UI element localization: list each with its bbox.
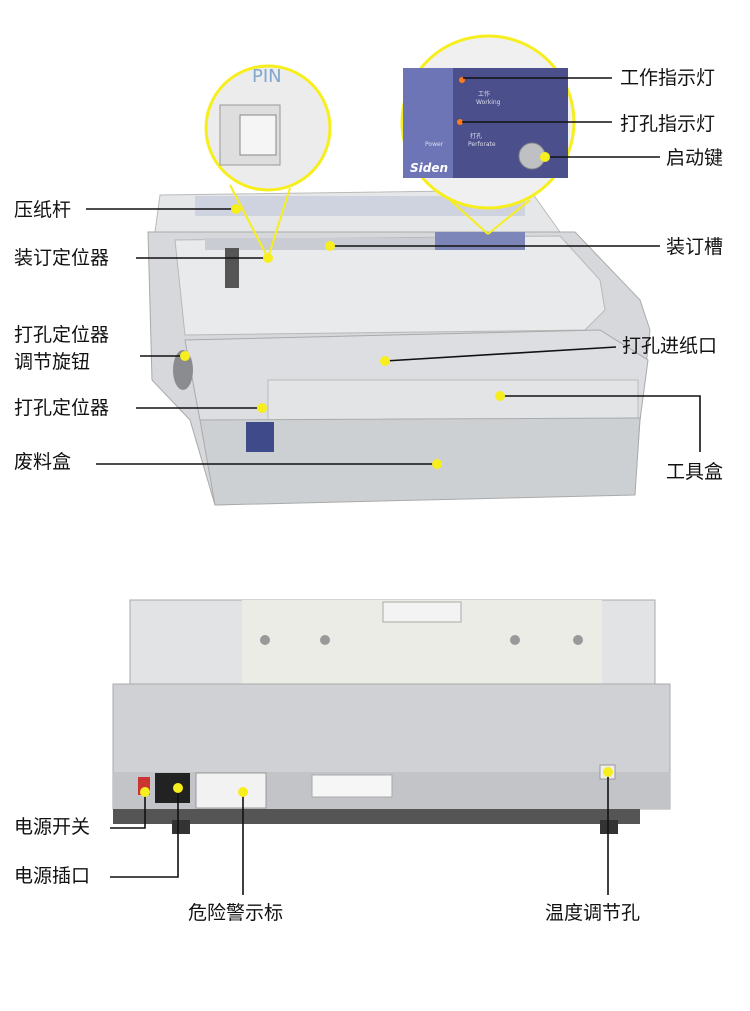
panel-text: Perforate <box>468 141 496 148</box>
label-punch-indicator: 打孔指示灯 <box>620 113 716 135</box>
control-panel <box>435 232 525 250</box>
top-cover <box>174 235 606 336</box>
back-machine <box>112 599 671 834</box>
label-power-switch: 电源开关 <box>14 816 91 838</box>
label-punch-positioner: 打孔定位器 <box>14 397 110 419</box>
binding-positioner-part <box>225 248 239 288</box>
panel-text: 打孔 <box>470 132 482 140</box>
label-tool-box: 工具盒 <box>666 461 724 483</box>
panel-text: Working <box>476 99 501 106</box>
front-badge <box>246 422 274 452</box>
punch-led <box>457 119 463 125</box>
label-knob-line2: 调节旋钮 <box>14 351 91 373</box>
warning-sticker <box>195 772 267 809</box>
brand-logo: Siden <box>410 161 448 175</box>
label-binding-slot: 装订槽 <box>666 236 724 258</box>
label-punch-inlet: 打孔进纸口 <box>622 335 718 357</box>
top-panel-strip <box>195 196 525 216</box>
zoom-circle-left: PIN <box>204 64 332 259</box>
label-paper-press-bar: 压纸杆 <box>14 199 72 221</box>
leader-lines <box>86 77 701 895</box>
label-waste-box: 废料盒 <box>14 451 72 473</box>
label-start-button: 启动键 <box>666 147 724 169</box>
label-warning: 危险警示标 <box>188 902 284 924</box>
binding-slot-comb <box>205 238 505 250</box>
label-knob-line1: 打孔定位器 <box>14 324 110 346</box>
panel-text: 工作 <box>478 90 490 98</box>
front-machine <box>147 189 651 506</box>
label-temperature-hole: 温度调节孔 <box>545 902 641 924</box>
waste-box <box>199 417 641 506</box>
power-socket-photo <box>155 773 190 803</box>
label-binding-positioner: 装订定位器 <box>14 247 110 269</box>
label-work-indicator: 工作指示灯 <box>620 67 716 89</box>
spec-sticker <box>311 774 393 798</box>
tool-box-lid <box>267 379 639 421</box>
label-power-socket: 电源插口 <box>14 865 91 887</box>
callout-dots <box>140 152 613 797</box>
pin-mark: PIN <box>252 66 282 87</box>
panel-text: Power <box>425 141 444 148</box>
